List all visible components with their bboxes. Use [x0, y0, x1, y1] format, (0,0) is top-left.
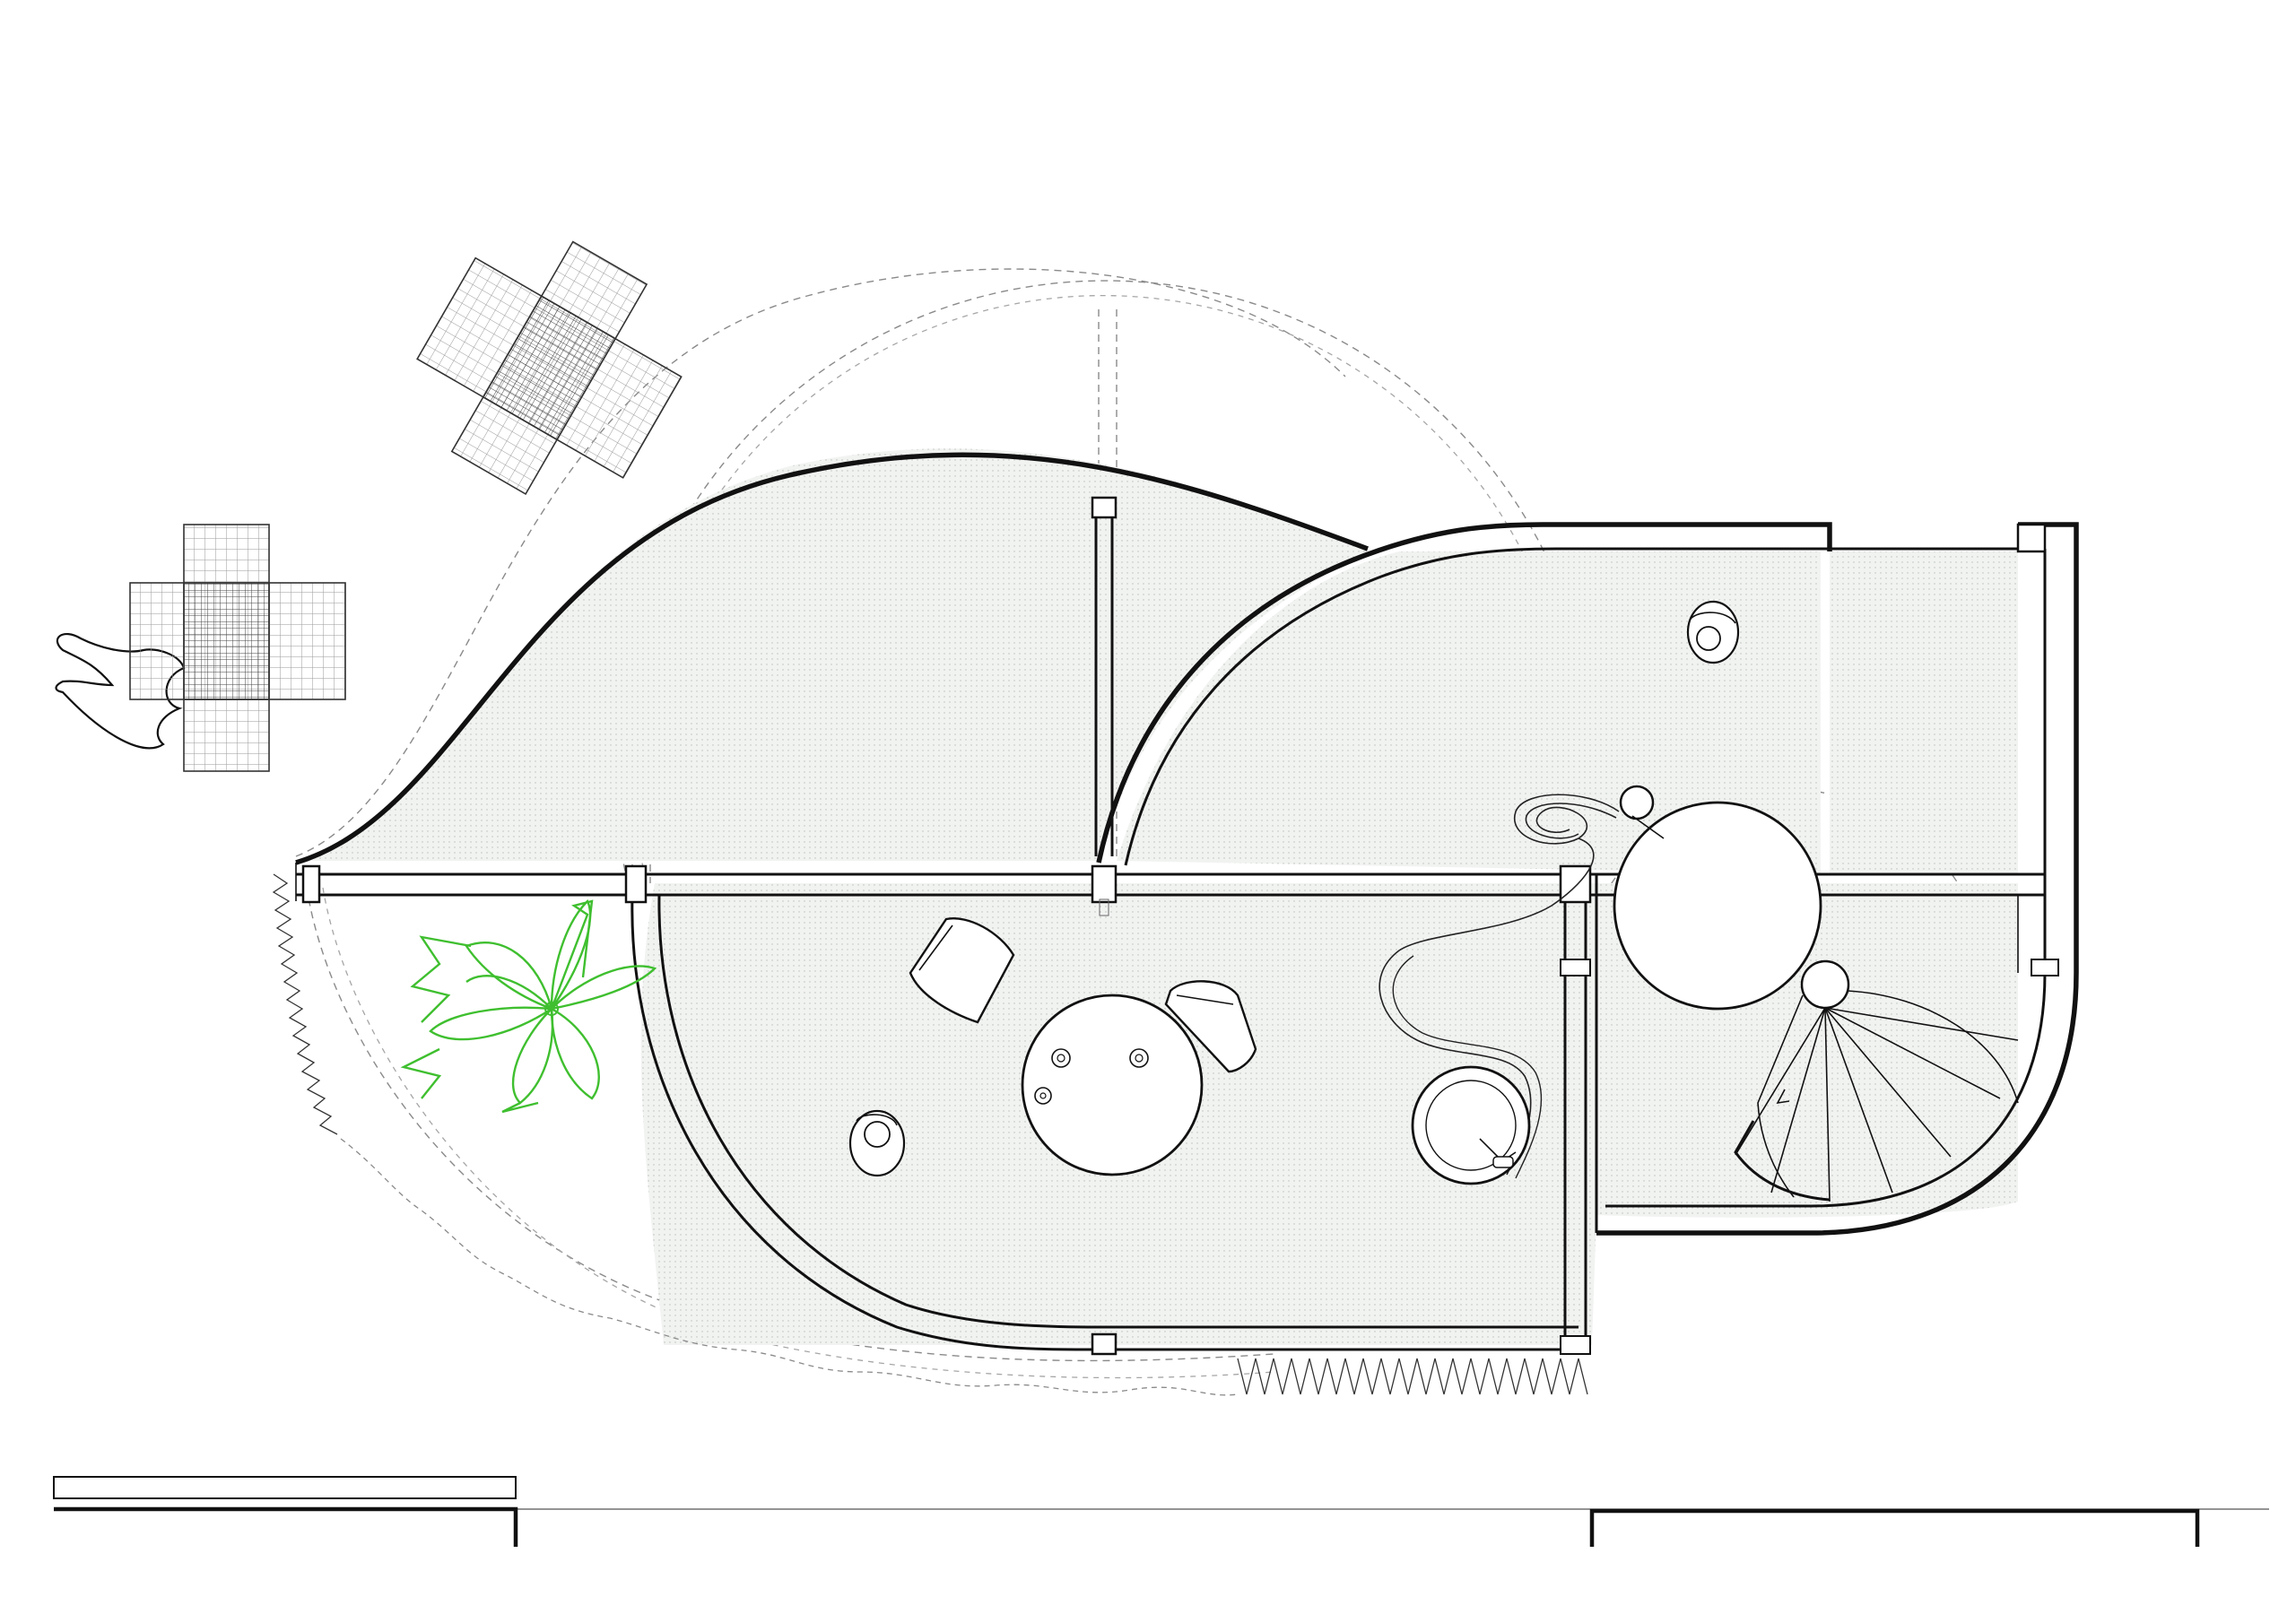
grass-edge-icon — [272, 873, 1588, 1396]
ground-line — [53, 1476, 2269, 1547]
plant-icon — [400, 898, 657, 1114]
round-planter-icon — [1411, 1065, 1531, 1185]
hose-icon — [1378, 794, 1620, 1179]
planter-icon — [1613, 785, 1822, 1011]
figure-icon — [1686, 600, 1740, 664]
figure-icon — [848, 1109, 906, 1177]
grid-mat-icon — [129, 240, 683, 772]
walls — [295, 452, 2079, 1356]
round-table-icon — [1021, 994, 1204, 1176]
spiral-stair-icon — [1734, 959, 2019, 1202]
chair-icon — [909, 917, 1257, 1073]
